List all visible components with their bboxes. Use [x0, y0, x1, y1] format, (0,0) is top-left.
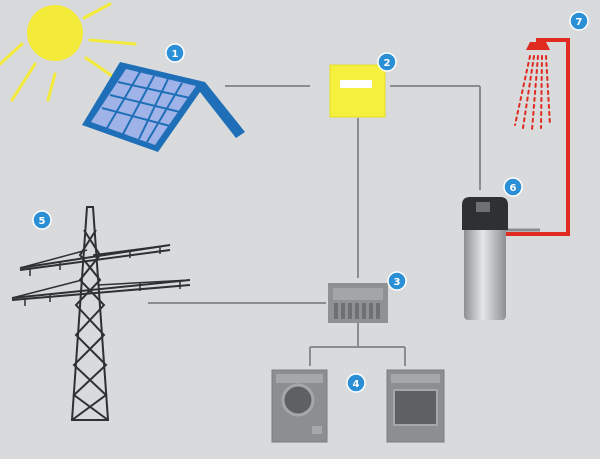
wires	[148, 85, 481, 366]
sun-icon	[0, 2, 137, 102]
badge-6-label: 6	[510, 183, 517, 194]
distribution-box-icon	[328, 283, 388, 323]
badge-7-label: 7	[576, 17, 583, 28]
heat-pump-boiler-icon	[462, 197, 508, 320]
badge-1-label: 1	[172, 49, 179, 60]
badge-3-label: 3	[394, 277, 401, 288]
badge-2-label: 2	[384, 58, 391, 69]
badge-4: 4	[346, 373, 366, 393]
solar-panel-icon	[82, 62, 245, 152]
shower-icon	[514, 42, 551, 131]
badge-2: 2	[377, 52, 397, 72]
badge-1: 1	[165, 43, 185, 63]
badge-7: 7	[569, 11, 589, 31]
inverter-icon	[329, 64, 386, 118]
badge-5: 5	[32, 210, 52, 230]
badge-4-label: 4	[353, 379, 360, 390]
washing-machine-icon	[271, 369, 328, 443]
badge-5-label: 5	[39, 216, 46, 227]
power-pylon-icon	[11, 206, 191, 421]
badge-6: 6	[503, 177, 523, 197]
oven-icon	[386, 369, 445, 443]
badge-3: 3	[387, 271, 407, 291]
